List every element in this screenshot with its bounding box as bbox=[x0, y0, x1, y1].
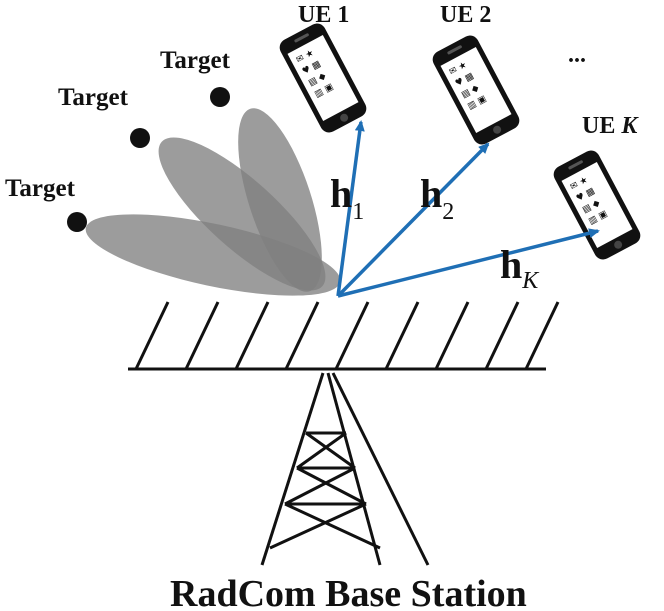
antenna-array bbox=[128, 301, 560, 371]
target-label-middle: Target bbox=[58, 84, 129, 111]
channel-label-2: h2 bbox=[420, 171, 454, 225]
channel-arrow-k bbox=[337, 228, 600, 298]
target-label-left: Target bbox=[5, 175, 76, 202]
channel-h-2: h bbox=[420, 171, 442, 216]
ue-k-index: K bbox=[620, 113, 639, 139]
smartphone-icon bbox=[429, 32, 523, 148]
ue-1-label: UE 1 bbox=[298, 2, 349, 28]
channel-sub-2: 2 bbox=[442, 199, 454, 225]
smartphone-icon bbox=[550, 147, 644, 263]
target-dot-icon bbox=[210, 87, 230, 107]
radar-beams bbox=[85, 108, 341, 296]
beam-3 bbox=[238, 108, 322, 292]
channel-arrows bbox=[336, 120, 600, 298]
channel-sub-k: K bbox=[521, 268, 540, 294]
target-label-top: Target bbox=[160, 47, 231, 74]
channel-sub-1: 1 bbox=[352, 199, 364, 225]
base-station-title: RadCom Base Station bbox=[170, 573, 527, 611]
target-dot-icon bbox=[130, 128, 150, 148]
ue-k-prefix: UE bbox=[582, 113, 621, 139]
ue-2-label: UE 2 bbox=[440, 2, 491, 28]
channel-label-k: hK bbox=[500, 242, 540, 294]
ue-ellipsis: ... bbox=[568, 42, 586, 68]
channel-arrow-2 bbox=[336, 142, 490, 298]
channel-h-1: h bbox=[330, 171, 352, 216]
channel-arrow-1 bbox=[336, 120, 365, 297]
target-dot-icon bbox=[67, 212, 87, 232]
antenna-tower-icon bbox=[260, 372, 430, 566]
smartphone-icon bbox=[276, 20, 370, 136]
channel-label-1: h1 bbox=[330, 171, 364, 225]
ue-k-label: UE K bbox=[582, 113, 639, 139]
channel-h-k: h bbox=[500, 242, 522, 287]
